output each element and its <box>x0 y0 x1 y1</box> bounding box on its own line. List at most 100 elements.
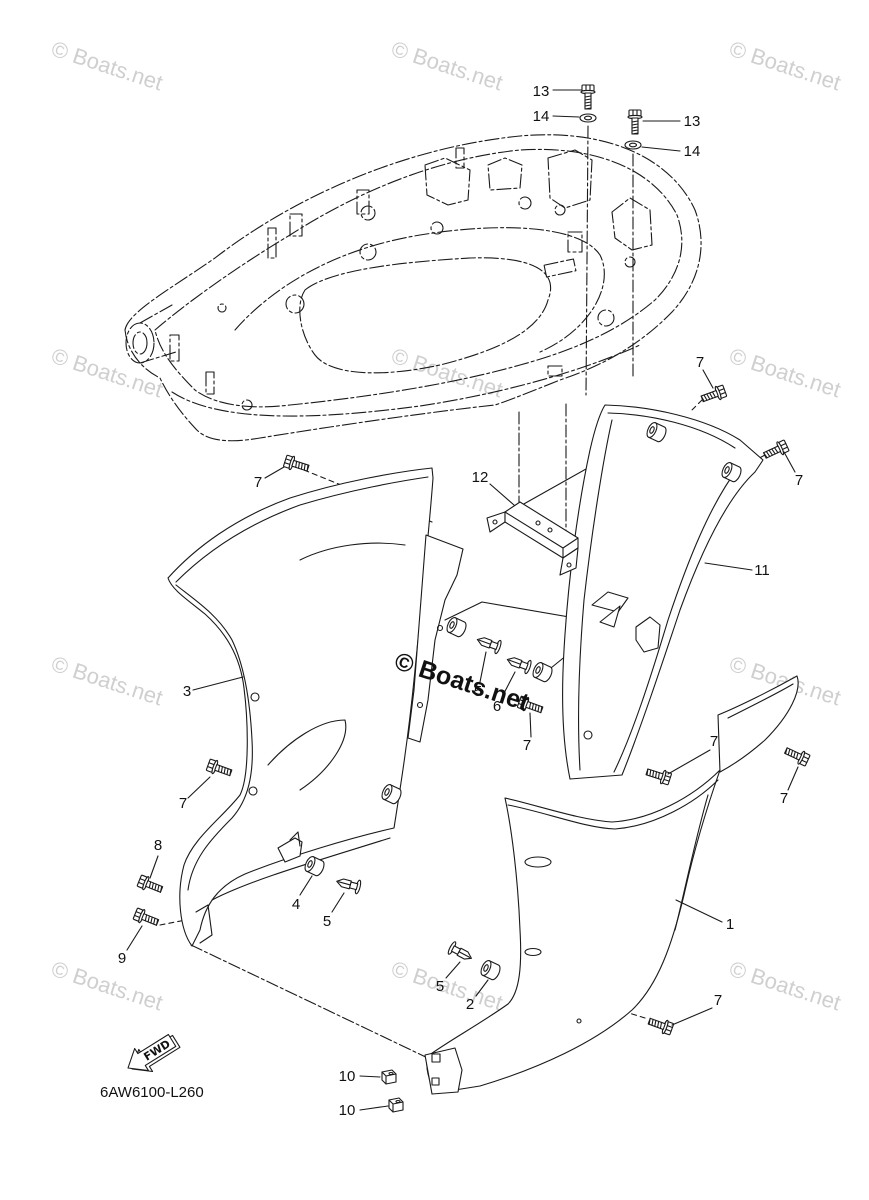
part-11-cover <box>562 404 764 780</box>
callout-label: 7 <box>254 474 262 491</box>
part-3-hole <box>250 692 260 702</box>
callout-label: 13 <box>684 113 701 130</box>
leader-line <box>704 562 753 571</box>
leader-line <box>187 776 211 799</box>
leader-line <box>667 749 711 775</box>
assembly-line <box>303 469 433 523</box>
assembly-line <box>585 125 589 396</box>
boss <box>424 157 471 206</box>
watermark: © Boats.net <box>48 651 165 710</box>
bracket-square-hole <box>431 1053 441 1063</box>
watermark-layer: © Boats.net © Boats.net © Boats.net © Bo… <box>48 36 843 1015</box>
cowling-floor-outline <box>234 227 605 353</box>
grommet-2 <box>478 958 503 982</box>
watermark: © Boats.net <box>48 343 165 402</box>
callout-label: 8 <box>154 837 162 854</box>
clip-5 <box>446 940 476 966</box>
part-11-outline <box>562 404 764 780</box>
bolt-7 <box>782 743 812 768</box>
watermark: © Boats.net <box>726 343 843 402</box>
bolt-9 <box>132 906 161 930</box>
bolt-7 <box>205 757 234 780</box>
callout-label: 7 <box>795 472 803 489</box>
callout-labels: 13 14 13 14 7 7 7 12 11 3 7 7 7 7 8 4 5 … <box>118 83 803 1119</box>
leader-line <box>126 925 143 951</box>
bolt-13 <box>627 109 643 135</box>
assembly-line <box>689 399 703 413</box>
part-12-bracket <box>486 501 579 576</box>
bracket-hole <box>535 520 541 526</box>
callout-label: 2 <box>466 996 474 1013</box>
callout-label: 3 <box>183 683 191 700</box>
clip-5 <box>334 873 363 895</box>
part-1-flap-edge <box>727 683 794 719</box>
callout-label: 7 <box>179 795 187 812</box>
leader-line <box>671 1007 713 1026</box>
mount-hole <box>554 204 566 216</box>
part-1-rim <box>507 779 719 830</box>
part-1-lower-cover <box>424 675 799 1095</box>
bolt-7 <box>646 1014 675 1037</box>
callout-label: 5 <box>436 978 444 995</box>
callout-label: 10 <box>339 1068 356 1085</box>
part-3-bottom-pocket <box>195 904 213 944</box>
leader-line <box>552 115 580 118</box>
leader-line <box>331 892 345 913</box>
fwd-arrow-shadow <box>131 1034 181 1073</box>
callout-label: 7 <box>714 992 722 1009</box>
fwd-arrow: FWD <box>127 1033 181 1073</box>
mount-hole <box>518 196 532 210</box>
callout-label: 12 <box>472 469 489 486</box>
part-1-flap <box>717 675 799 773</box>
part-3-flange-hole <box>436 624 444 632</box>
leader-line <box>641 146 681 152</box>
cowling-nose-bore <box>132 331 148 355</box>
washer-14 <box>624 140 642 150</box>
callout-label: 7 <box>523 737 531 754</box>
upper-cowling-reference <box>124 134 702 442</box>
boss <box>611 197 653 251</box>
mount-hole <box>217 303 227 313</box>
bracket-right-foot <box>559 547 579 576</box>
mount-hole <box>597 309 615 327</box>
part-1-hole <box>576 1018 582 1024</box>
part-1-edge <box>674 794 709 931</box>
bracket-hole <box>492 519 498 525</box>
part-3-lip <box>175 476 429 583</box>
mount-hole <box>624 256 636 268</box>
part-3-side-cover <box>167 467 464 947</box>
callout-label: 7 <box>780 790 788 807</box>
bolt-7 <box>282 453 311 476</box>
part-1-hole <box>524 856 552 868</box>
boss <box>205 371 215 395</box>
boss <box>356 189 370 215</box>
boss <box>169 334 180 362</box>
diagram-code: 6AW6100-L260 <box>100 1084 204 1101</box>
leader-line <box>359 1105 389 1111</box>
watermark: © Boats.net <box>388 36 505 95</box>
part-11-clip-bracket <box>635 616 661 653</box>
leader-line <box>264 466 285 479</box>
callout-label: 6 <box>493 698 501 715</box>
cowling-outer-rim <box>124 134 702 442</box>
cowling-skirt-line <box>171 344 641 417</box>
leader-line <box>445 961 461 979</box>
part-3-contour <box>211 837 391 901</box>
grommet <box>444 615 469 639</box>
mount-hole <box>360 205 376 221</box>
boss <box>487 157 523 191</box>
leader-line <box>192 676 244 691</box>
leader-line <box>149 855 159 879</box>
clip-6 <box>504 652 533 675</box>
grommet <box>530 660 555 684</box>
leader-line <box>783 451 796 473</box>
slot <box>543 258 577 278</box>
leader-line <box>475 979 489 997</box>
part-3-hinge-tab <box>289 831 301 847</box>
nut-10 <box>388 1097 404 1113</box>
mount-hole <box>359 243 377 261</box>
callout-label: 9 <box>118 950 126 967</box>
callout-label: 1 <box>726 916 734 933</box>
callout-label: 5 <box>323 913 331 930</box>
